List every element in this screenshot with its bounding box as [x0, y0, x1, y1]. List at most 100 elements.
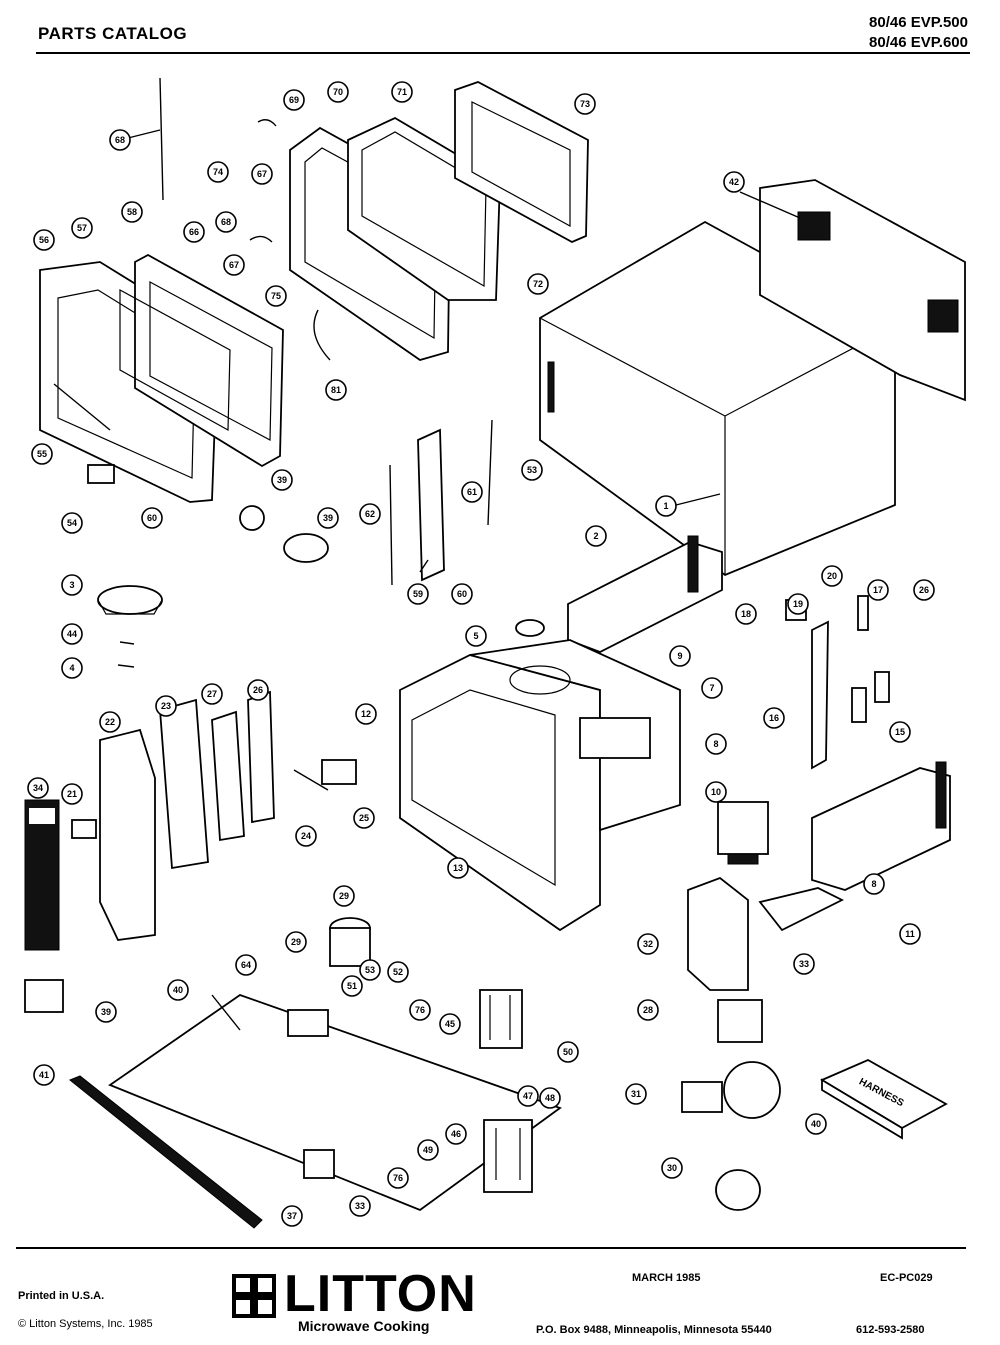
callout-16: 16	[763, 707, 785, 729]
callout-55: 55	[31, 443, 53, 465]
callout-56: 56	[33, 229, 55, 251]
page-title: PARTS CATALOG	[38, 24, 188, 43]
callout-51: 51	[341, 975, 363, 997]
svg-text:46: 46	[451, 1129, 461, 1139]
callout-72: 72	[527, 273, 549, 295]
svg-text:27: 27	[207, 689, 217, 699]
callout-46: 46	[445, 1123, 467, 1145]
callout-48: 48	[539, 1087, 561, 1109]
part-door-panels	[119, 253, 284, 468]
part-blower	[681, 1061, 781, 1119]
model-number-line: 80/46 EVP.500	[869, 14, 968, 31]
callout-15: 15	[889, 721, 911, 743]
document-code: EC-PC029	[880, 1272, 933, 1284]
svg-text:60: 60	[457, 589, 467, 599]
callout-66: 66	[183, 221, 205, 243]
part-label	[71, 819, 97, 839]
svg-text:72: 72	[533, 279, 543, 289]
part-fan-motor	[715, 1169, 761, 1211]
part-fan-housing	[687, 876, 845, 991]
callout-27: 27	[201, 683, 223, 705]
callout-8b: 8	[863, 873, 885, 895]
callout-73: 73	[574, 93, 596, 115]
callout-3: 3	[61, 574, 83, 596]
svg-text:49: 49	[423, 1145, 433, 1155]
svg-text:55: 55	[37, 449, 47, 459]
part-control-board	[99, 690, 275, 941]
svg-text:39: 39	[277, 475, 287, 485]
callout-58: 58	[121, 201, 143, 223]
svg-text:7: 7	[709, 683, 714, 693]
part-capacitor	[293, 759, 357, 791]
callout-71: 71	[391, 81, 413, 103]
svg-text:67: 67	[229, 260, 239, 270]
part-stirrer	[97, 585, 163, 668]
callout-20: 20	[821, 565, 843, 587]
callout-60: 60	[451, 583, 473, 605]
svg-text:1: 1	[663, 501, 668, 511]
part-magnetron	[717, 801, 769, 865]
svg-text:69: 69	[289, 95, 299, 105]
svg-text:26: 26	[919, 585, 929, 595]
svg-text:11: 11	[905, 929, 915, 939]
callout-13: 13	[447, 857, 469, 879]
callout-26: 26	[913, 579, 935, 601]
svg-text:19: 19	[793, 599, 803, 609]
svg-text:40: 40	[811, 1119, 821, 1129]
part-harness-box: HARNESS	[820, 1058, 948, 1140]
svg-text:71: 71	[397, 87, 407, 97]
part-touch-panel	[24, 799, 60, 951]
svg-text:58: 58	[127, 207, 137, 217]
callout-23: 23	[155, 695, 177, 717]
callout-32: 32	[637, 933, 659, 955]
part-transformer	[479, 989, 523, 1049]
svg-text:67: 67	[257, 169, 267, 179]
svg-text:59: 59	[413, 589, 423, 599]
litton-logo-mark	[232, 1274, 276, 1318]
callout-26b: 26	[247, 679, 269, 701]
svg-text:76: 76	[393, 1173, 403, 1183]
callout-70: 70	[327, 81, 349, 103]
exploded-parts-diagram: HARNESS 68 69 70 71 72 73 74 67 68 66 67…	[24, 77, 966, 1229]
svg-text:70: 70	[333, 87, 343, 97]
callout-61: 61	[461, 481, 483, 503]
svg-text:23: 23	[161, 701, 171, 711]
issue-date: MARCH 1985	[632, 1272, 701, 1284]
model-number-line: 80/46 EVP.600	[869, 34, 968, 51]
part-plate	[24, 979, 64, 1013]
part-interlock-switches	[785, 595, 890, 770]
callout-60b: 60	[141, 507, 163, 529]
svg-text:51: 51	[347, 981, 357, 991]
callout-33: 33	[793, 953, 815, 975]
part-relay	[717, 999, 763, 1043]
svg-text:24: 24	[301, 831, 311, 841]
company-address: P.O. Box 9488, Minneapolis, Minnesota 55…	[536, 1324, 772, 1336]
svg-text:54: 54	[67, 518, 77, 528]
svg-text:21: 21	[67, 789, 77, 799]
callout-68b: 68	[215, 211, 237, 233]
svg-text:17: 17	[873, 585, 883, 595]
part-switch	[303, 1149, 335, 1179]
svg-text:4: 4	[69, 663, 74, 673]
svg-text:33: 33	[799, 959, 809, 969]
callout-30: 30	[661, 1157, 683, 1179]
svg-text:62: 62	[365, 509, 375, 519]
leader-lines	[53, 129, 801, 1031]
svg-text:31: 31	[631, 1089, 641, 1099]
svg-text:10: 10	[711, 787, 721, 797]
svg-text:20: 20	[827, 571, 837, 581]
part-latch-hooks	[249, 119, 277, 243]
svg-text:8: 8	[871, 879, 876, 889]
callout-29b: 29	[285, 931, 307, 953]
part-fuse-holder	[287, 1009, 329, 1037]
svg-text:12: 12	[361, 709, 371, 719]
callout-34: 34	[27, 777, 49, 799]
callout-39c: 39	[95, 1001, 117, 1023]
callout-29: 29	[333, 885, 355, 907]
svg-text:33: 33	[355, 1201, 365, 1211]
svg-text:50: 50	[563, 1047, 573, 1057]
part-back-panel	[759, 179, 966, 402]
svg-text:39: 39	[323, 513, 333, 523]
callout-28: 28	[637, 999, 659, 1021]
